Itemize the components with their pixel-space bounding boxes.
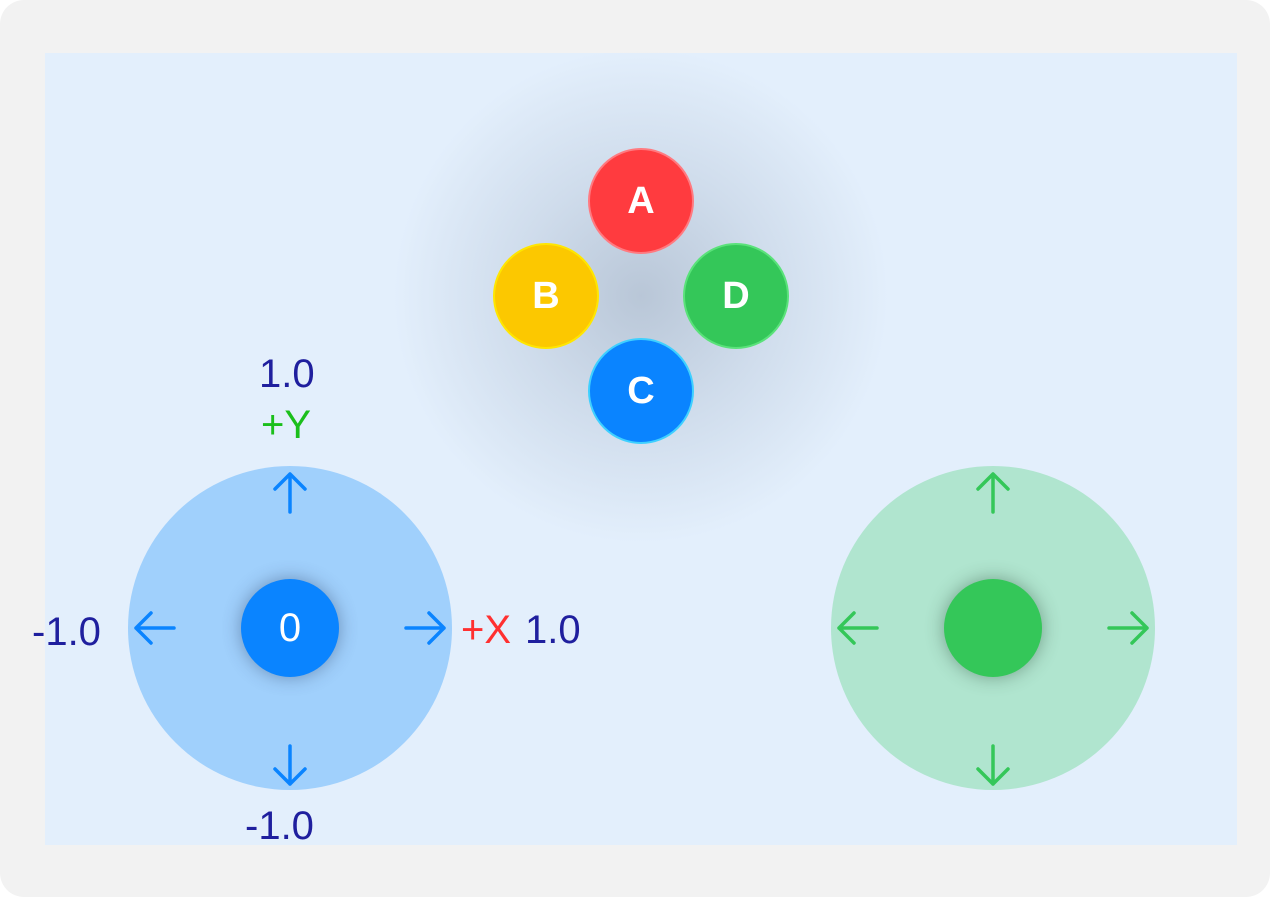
right-joystick[interactable] — [831, 466, 1155, 790]
button-b[interactable]: B — [493, 243, 599, 349]
button-c[interactable]: C — [588, 338, 694, 444]
y-axis-label: +Y — [261, 403, 312, 447]
right-joystick-knob[interactable] — [944, 579, 1042, 677]
arrow-up-icon — [273, 472, 307, 514]
y-max-value: 1.0 — [259, 352, 315, 396]
y-min-value: -1.0 — [245, 804, 314, 848]
arrow-down-icon — [976, 744, 1010, 786]
x-min-value: -1.0 — [32, 610, 101, 654]
right-joystick-arrows — [837, 472, 1149, 786]
arrow-right-icon — [404, 611, 446, 645]
x-axis-label: +X — [461, 608, 512, 652]
arrow-up-icon — [976, 472, 1010, 514]
x-max-value: 1.0 — [525, 608, 581, 652]
left-joystick-arrows — [134, 472, 446, 786]
button-a[interactable]: A — [588, 148, 694, 254]
button-cluster-shadow — [391, 46, 891, 546]
left-joystick-knob[interactable]: 0 — [241, 579, 339, 677]
arrow-left-icon — [134, 611, 176, 645]
arrow-left-icon — [837, 611, 879, 645]
arrow-down-icon — [273, 744, 307, 786]
button-d[interactable]: D — [683, 243, 789, 349]
arrow-right-icon — [1107, 611, 1149, 645]
left-joystick[interactable]: 0 — [128, 466, 452, 790]
